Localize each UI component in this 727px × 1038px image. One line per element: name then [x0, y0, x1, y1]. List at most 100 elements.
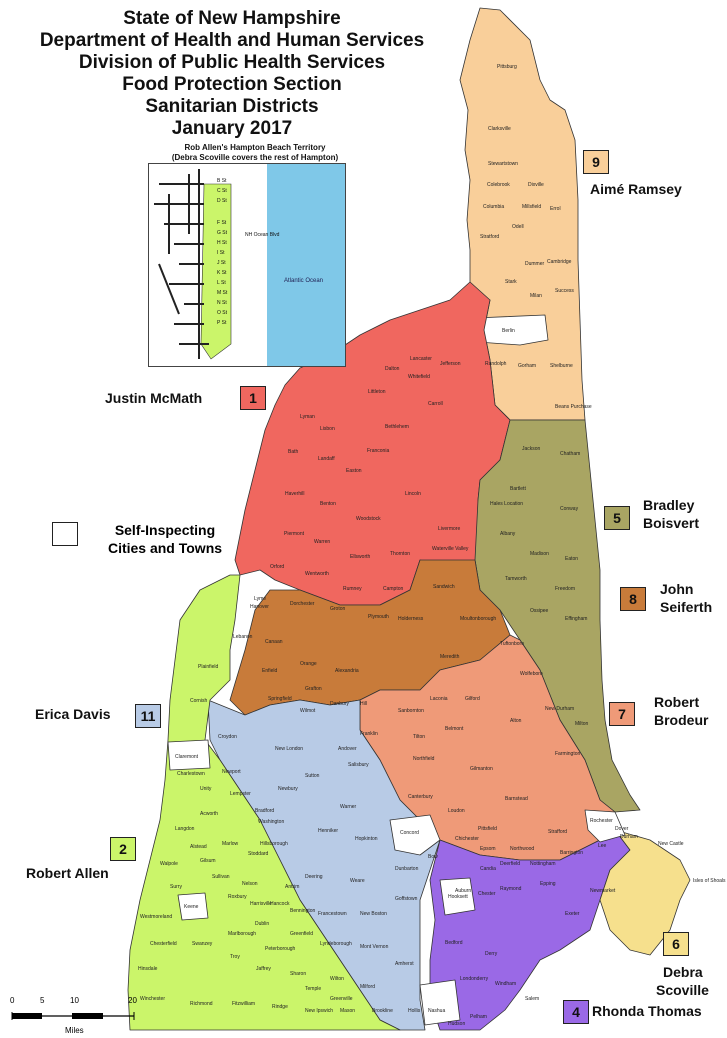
town-cornish: Cornish	[190, 698, 207, 704]
town-rindge: Rindge	[272, 1004, 288, 1010]
town-antrim: Antrim	[285, 884, 299, 890]
town-temple: Temple	[305, 986, 321, 992]
town-roxbury: Roxbury	[228, 894, 247, 900]
town-dalton: Dalton	[385, 366, 400, 372]
town-bennington: Bennington	[290, 908, 316, 914]
town-tuftonboro: Tuftonboro	[500, 641, 524, 647]
district-11-name: Erica Davis	[35, 706, 111, 722]
town-bartlett: Bartlett	[510, 486, 526, 492]
town-derry: Derry	[485, 951, 498, 957]
town-eaton: Eaton	[565, 556, 578, 562]
inset-caption-line-1: Rob Allen's Hampton Beach Territory	[184, 143, 326, 152]
town-epsom: Epsom	[480, 846, 496, 852]
town-barnstead: Barnstead	[505, 796, 528, 802]
town-easton: Easton	[346, 468, 362, 474]
town-tamworth: Tamworth	[505, 576, 527, 582]
town-hill: Hill	[360, 701, 367, 707]
town-freedom: Freedom	[555, 586, 575, 592]
town-holderness: Holderness	[398, 616, 424, 622]
district-5-name-line-1: Bradley	[643, 497, 695, 513]
inset-street-i: I St	[217, 250, 225, 256]
town-auburn: Auburn	[455, 888, 471, 894]
town-littleton: Littleton	[368, 389, 386, 395]
inset-street-d: D St	[217, 198, 227, 204]
scale-tick-0: 0	[10, 996, 15, 1005]
town-grafton: Grafton	[305, 686, 322, 692]
town-keene: Keene	[184, 904, 199, 910]
town-bow: Bow	[428, 854, 438, 860]
town-henniker: Henniker	[318, 828, 338, 834]
town-fitzwilliam: Fitzwilliam	[232, 1001, 255, 1007]
town-newmarket: Newmarket	[590, 888, 616, 894]
town-franconia: Franconia	[367, 448, 389, 454]
town-harrisville: Harrisville	[250, 901, 272, 907]
town-orford: Orford	[270, 564, 284, 570]
town-jackson: Jackson	[522, 446, 541, 452]
town-weare: Weare	[350, 878, 365, 884]
town-lee: Lee	[598, 843, 607, 849]
self-inspecting-line-1: Self-Inspecting	[114, 522, 216, 538]
town-landaff: Landaff	[318, 456, 335, 462]
town-danbury: Danbury	[330, 701, 349, 707]
town-sanbornton: Sanbornton	[398, 708, 424, 714]
town-milan: Milan	[530, 293, 542, 299]
town-troy: Troy	[230, 954, 240, 960]
town-barrington: Barrington	[560, 850, 583, 856]
inset-caption-line-2: (Debra Scoville covers the rest of Hampt…	[171, 153, 339, 162]
district-6-region	[599, 829, 691, 956]
town-windham: Windham	[495, 981, 516, 987]
rochester-white	[584, 809, 626, 843]
town-enfield: Enfield	[262, 668, 278, 674]
town-whitefield: Whitefield	[408, 374, 430, 380]
district-6-badge: 6	[663, 932, 689, 956]
town-goffstown: Goffstown	[395, 896, 418, 902]
town-sullivan: Sullivan	[212, 874, 230, 880]
town-bath: Bath	[288, 449, 299, 455]
town-stewartstown: Stewartstown	[488, 161, 518, 167]
town-alexandria: Alexandria	[335, 668, 359, 674]
town-greenville: Greenville	[330, 996, 353, 1002]
town-bedford: Bedford	[445, 940, 463, 946]
town-dublin: Dublin	[255, 921, 269, 927]
town-durham: Durham	[620, 834, 638, 840]
town-langdon: Langdon	[175, 826, 195, 832]
scale-bar: 0 5 10 20 Miles	[10, 996, 140, 1037]
town-candia: Candia	[480, 866, 496, 872]
town-harts-location: Hales Location	[490, 501, 523, 507]
inset-street-labels: B St C St D St F St G St H St I St J St …	[217, 178, 228, 326]
town-hudson: Hudson	[448, 1021, 465, 1027]
town-richmond: Richmond	[190, 1001, 213, 1007]
town-hanover: Hanover	[250, 604, 269, 610]
town-millsfield: Millsfield	[522, 204, 541, 210]
town-piermont: Piermont	[284, 531, 305, 537]
town-londonderry: Londonderry	[460, 976, 489, 982]
town-plymouth: Plymouth	[368, 614, 389, 620]
town-pelham: Pelham	[470, 1014, 487, 1020]
town-labels: Pittsburg Clarksville Stewartstown Coleb…	[138, 64, 726, 1027]
town-alton: Alton	[510, 718, 522, 724]
manchester-white	[439, 877, 476, 916]
district-1-name: Justin McMath	[105, 390, 203, 406]
town-dover: Dover	[615, 826, 629, 832]
town-chichester: Chichester	[455, 836, 479, 842]
town-canaan: Canaan	[265, 639, 283, 645]
town-ellsworth: Ellsworth	[350, 554, 371, 560]
town-hillsborough: Hillsborough	[260, 841, 288, 847]
town-jaffrey: Jaffrey	[256, 966, 271, 972]
town-sharon: Sharon	[290, 971, 306, 977]
town-bethlehem: Bethlehem	[385, 424, 409, 430]
town-croydon: Croydon	[218, 734, 237, 740]
town-clarksville: Clarksville	[488, 126, 511, 132]
town-lancaster: Lancaster	[410, 356, 432, 362]
title-line-5: Sanitarian Districts	[145, 96, 319, 117]
town-dixville: Dixville	[528, 182, 544, 188]
title-line-1: State of New Hampshire	[123, 8, 341, 29]
town-livermore: Livermore	[438, 526, 460, 532]
town-shelburne: Shelburne	[550, 363, 573, 369]
town-pittsburg: Pittsburg	[497, 64, 517, 70]
district-8-name-line-1: John	[660, 581, 694, 597]
hampton-beach-inset: Atlantic Ocean NH Ocean Blvd B St C St D…	[148, 163, 346, 367]
town-gilsum: Gilsum	[200, 858, 216, 864]
town-cambridge: Cambridge	[547, 259, 572, 265]
concord-white	[389, 814, 441, 856]
